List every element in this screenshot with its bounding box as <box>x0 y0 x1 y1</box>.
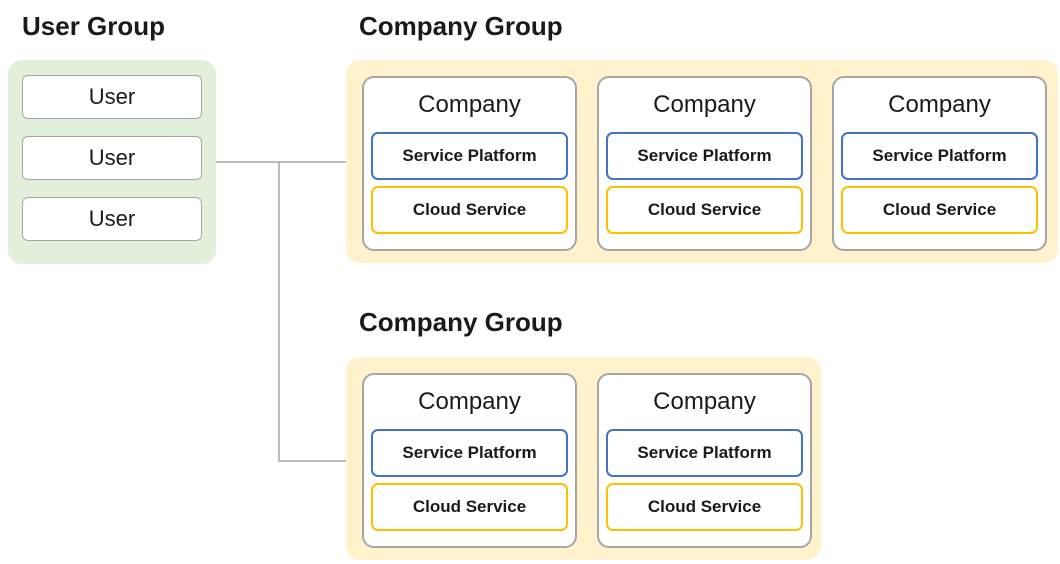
company-node-title: Company <box>888 91 991 118</box>
company-node-title: Company <box>418 91 521 118</box>
company-node-title: Company <box>653 388 756 415</box>
service-platform-node: Service Platform <box>606 132 803 180</box>
service-platform-node: Service Platform <box>371 429 568 477</box>
connector-user-to-bottom-group <box>278 162 346 462</box>
company-node: Company Service Platform Cloud Service <box>832 76 1047 251</box>
cloud-service-node: Cloud Service <box>606 186 803 234</box>
user-node: User <box>22 197 202 241</box>
user-node: User <box>22 136 202 180</box>
company-node: Company Service Platform Cloud Service <box>362 373 577 548</box>
cloud-service-node: Cloud Service <box>371 186 568 234</box>
company-group-top-container: Company Service Platform Cloud Service C… <box>346 60 1058 263</box>
user-group-container: User User User <box>8 60 216 264</box>
company-node: Company Service Platform Cloud Service <box>597 76 812 251</box>
service-platform-node: Service Platform <box>606 429 803 477</box>
cloud-service-node: Cloud Service <box>371 483 568 531</box>
cloud-service-node: Cloud Service <box>606 483 803 531</box>
company-group-bottom-title: Company Group <box>359 307 563 337</box>
user-node: User <box>22 75 202 119</box>
service-platform-node: Service Platform <box>371 132 568 180</box>
user-group-title: User Group <box>22 11 166 41</box>
company-group-top-title: Company Group <box>359 11 563 41</box>
cloud-service-node: Cloud Service <box>841 186 1038 234</box>
service-platform-node: Service Platform <box>841 132 1038 180</box>
company-node-title: Company <box>653 91 756 118</box>
company-node: Company Service Platform Cloud Service <box>362 76 577 251</box>
company-node-title: Company <box>418 388 521 415</box>
company-group-bottom-container: Company Service Platform Cloud Service C… <box>346 357 821 560</box>
company-node: Company Service Platform Cloud Service <box>597 373 812 548</box>
